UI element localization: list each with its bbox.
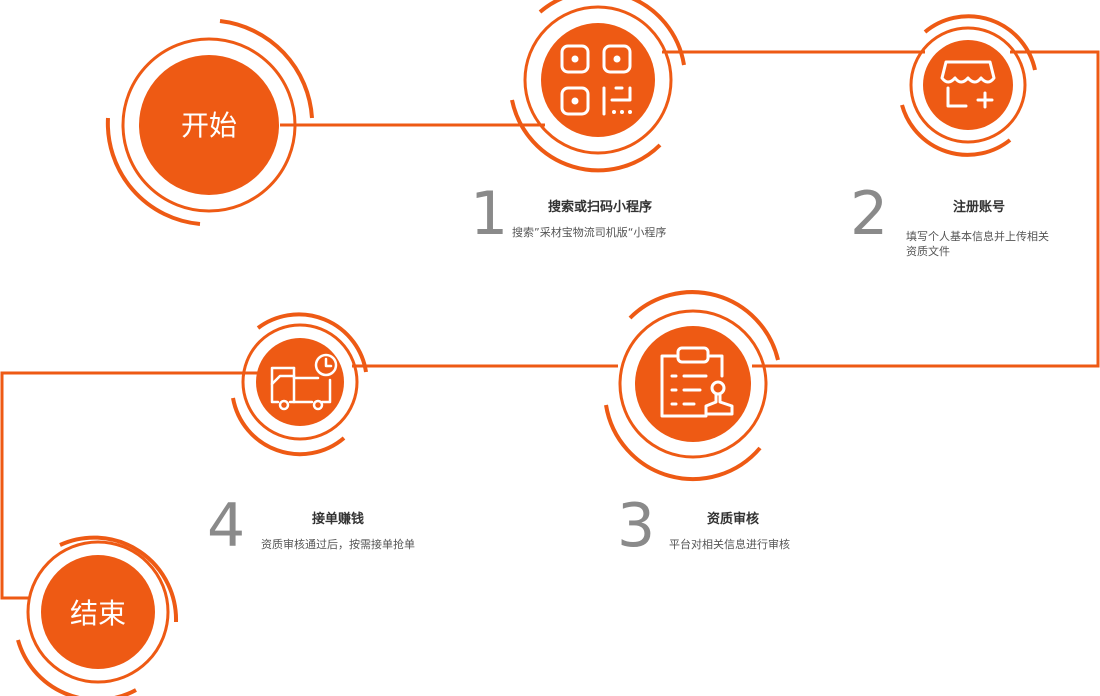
truck-clock-icon [270, 353, 338, 411]
step-1-title: 搜索或扫码小程序 [548, 200, 653, 215]
step-2-description-line-2: 资质文件 [906, 245, 950, 258]
step-4-node [231, 312, 368, 457]
start-label: 开始 [181, 109, 237, 142]
storefront-add-icon [940, 60, 996, 109]
clipboard-stamp-icon [660, 346, 734, 418]
step-3-description: 平台对相关信息进行审核 [669, 538, 790, 551]
step-4-title: 接单赚钱 [312, 512, 365, 527]
start-node: 开始 [105, 19, 314, 226]
step-2-description-line-1: 填写个人基本信息并上传相关 [906, 230, 1049, 243]
step-3-node [604, 290, 780, 482]
step-3-title: 资质审核 [707, 512, 760, 527]
flow-connector [0, 50, 1100, 600]
step-4-number: 4 [207, 491, 246, 561]
step-1-description: 搜索”采材宝物流司机版“小程序 [512, 226, 667, 239]
step-1-node [510, 0, 686, 173]
end-node: 结束 [16, 535, 179, 696]
step-4-description: 资质审核通过后，按需接单抢单 [261, 538, 415, 551]
step-2-node [900, 14, 1037, 157]
end-label: 结束 [70, 597, 126, 630]
step-2-number: 2 [850, 179, 889, 249]
step-1-number: 1 [470, 179, 509, 249]
qr-code-icon [560, 44, 632, 116]
step-3-number: 3 [617, 491, 656, 561]
step-2-description: 填写个人基本信息并上传相关 资质文件 [906, 229, 1049, 259]
step-2-title: 注册账号 [953, 200, 1006, 215]
